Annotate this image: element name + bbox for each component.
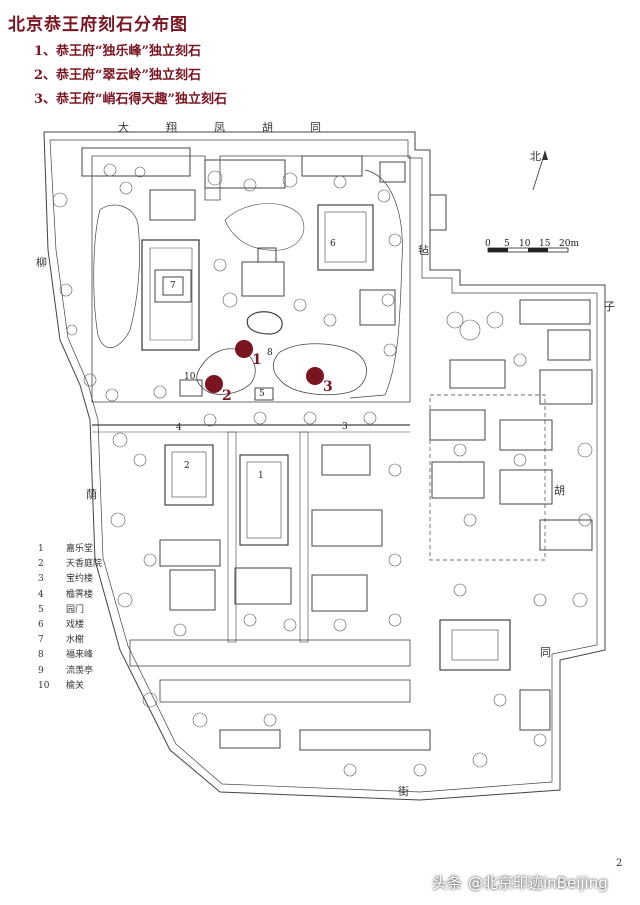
building-number: 8 xyxy=(267,348,273,358)
legend-num: 10 xyxy=(38,680,50,691)
legend-item: 4 檐霁楼 xyxy=(38,588,102,603)
north-arrow: 北 xyxy=(530,150,548,191)
legend-num: 8 xyxy=(38,650,44,661)
legend-num: 2 xyxy=(38,559,44,570)
street-char: 胡 xyxy=(554,483,565,497)
rock-list-item: 3、恭王府“峭石得天趣”独立刻石 xyxy=(34,92,228,107)
legend-name: 园门 xyxy=(66,604,85,615)
outer-boundary xyxy=(43,131,606,801)
legend-num: 9 xyxy=(38,665,44,676)
legend-name: 水榭 xyxy=(66,635,85,646)
rock-list: 1、恭王府“独乐峰”独立刻石 2、恭王府“翠云岭”独立刻石 3、恭王府“峭石得天… xyxy=(34,42,227,114)
legend-item: 1 嘉乐堂 xyxy=(38,542,102,557)
building-number: 10 xyxy=(184,372,196,382)
legend-item: 3 宝约楼 xyxy=(38,572,102,587)
legend-name: 流羡亭 xyxy=(66,665,94,676)
building-number: 3 xyxy=(342,422,348,432)
legend-item: 5 园门 xyxy=(38,603,102,618)
building-number: 7 xyxy=(170,281,176,291)
legend-item: 6 戏楼 xyxy=(38,618,102,633)
street-char: 翔 xyxy=(166,120,177,134)
legend-num: 1 xyxy=(38,544,44,554)
watermark-source: 头条 xyxy=(432,874,463,892)
scale-bar: 0 5 10 15 20m xyxy=(485,239,579,253)
building-number: 1 xyxy=(258,471,264,481)
street-char: 大 xyxy=(118,120,129,134)
legend-name: 宝约楼 xyxy=(66,574,94,585)
legend-item: 10 榆关 xyxy=(38,679,102,694)
rock-number: 2 xyxy=(222,388,232,404)
legend-name: 檐霁楼 xyxy=(66,589,94,600)
rock-number: 1 xyxy=(252,352,262,368)
legend-name: 福来峰 xyxy=(66,650,94,661)
legend-name: 戏楼 xyxy=(66,619,85,630)
rock-markers: 1 2 3 xyxy=(205,340,333,404)
legend-name: 嘉乐堂 xyxy=(66,544,94,554)
street-labels: 大 翔 凤 胡 同 柳 荫 毡 子 胡 同 街 xyxy=(36,120,615,798)
legend-item: 8 福来峰 xyxy=(38,648,102,663)
legend-num: 6 xyxy=(38,619,44,630)
street-char: 街 xyxy=(398,784,409,798)
watermark: 头条 @北京印迹inBeijing xyxy=(432,872,608,893)
street-char: 凤 xyxy=(214,121,225,134)
scale-label: 0 xyxy=(485,239,491,249)
legend-num: 4 xyxy=(38,589,44,600)
map-title: 北京恭王府刻石分布图 xyxy=(8,15,188,35)
legend: 1 嘉乐堂 2 天香庭院 3 宝约楼 4 檐霁楼 5 园门 6 戏楼 7 水榭 8 福来峰 9 流… xyxy=(38,542,102,694)
scale-label: 5 xyxy=(504,239,510,249)
north-label: 北 xyxy=(530,150,541,163)
building-number: 2 xyxy=(184,461,190,471)
building-number: 4 xyxy=(176,423,182,433)
street-char: 胡 xyxy=(262,120,273,134)
watermark-handle: @北京印迹inBeijing xyxy=(468,874,608,892)
page-number: 2 xyxy=(616,858,623,869)
rock-marker-2 xyxy=(205,375,223,393)
legend-item: 9 流羡亭 xyxy=(38,664,102,679)
street-char: 柳 xyxy=(36,255,47,269)
street-char: 子 xyxy=(604,300,615,313)
street-char: 荫 xyxy=(86,488,97,501)
legend-item: 7 水榭 xyxy=(38,633,102,648)
legend-name: 天香庭院 xyxy=(66,559,103,570)
legend-num: 7 xyxy=(38,635,44,646)
legend-item: 2 天香庭院 xyxy=(38,557,102,572)
building-number: 5 xyxy=(259,389,265,399)
rock-list-item: 1、恭王府“独乐峰”独立刻石 xyxy=(34,44,202,59)
street-char: 毡 xyxy=(418,244,429,257)
scale-label: 15 xyxy=(539,239,551,249)
scale-label: 20m xyxy=(559,239,579,249)
building-number: 6 xyxy=(330,239,336,249)
legend-num: 5 xyxy=(38,604,44,615)
legend-name: 榆关 xyxy=(66,680,85,691)
building-numbers: 1 2 3 4 5 6 7 8 10 xyxy=(170,239,348,481)
rock-list-item: 2、恭王府“翠云岭”独立刻石 xyxy=(34,68,202,83)
legend-num: 3 xyxy=(38,574,44,585)
scale-label: 10 xyxy=(519,239,531,249)
street-char: 同 xyxy=(540,646,551,659)
rock-number: 3 xyxy=(323,379,333,395)
rock-marker-3 xyxy=(306,367,324,385)
rock-marker-1 xyxy=(235,340,253,358)
street-char: 同 xyxy=(310,121,321,134)
